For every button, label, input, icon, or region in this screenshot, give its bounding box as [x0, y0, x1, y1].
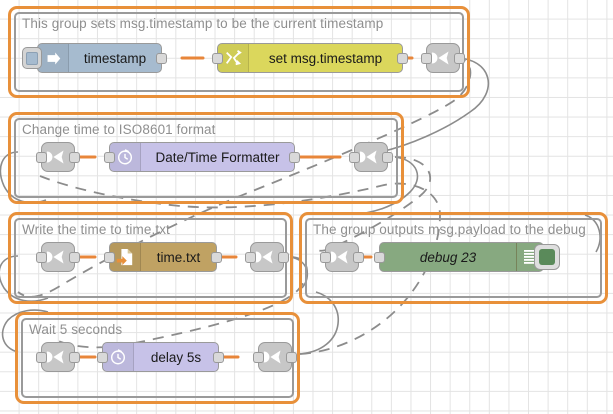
group-delay[interactable]: Wait 5 seconds delay 5s [15, 312, 300, 404]
file-write-icon [110, 243, 141, 271]
link-in-icon [46, 250, 70, 264]
group-selection-outline [299, 212, 608, 304]
output-port[interactable] [211, 251, 222, 263]
node-label: timestamp [83, 50, 147, 66]
input-port[interactable] [253, 351, 264, 363]
node-label: debug 23 [419, 249, 477, 265]
node-label: delay 5s [150, 349, 202, 365]
node-delay-5s[interactable]: delay 5s [97, 342, 224, 372]
output-port[interactable] [213, 351, 224, 363]
link-out-icon [359, 150, 383, 164]
link-in-icon [46, 350, 70, 364]
node-link-in-4[interactable] [320, 242, 364, 272]
node-label: time.txt [156, 249, 201, 265]
input-port[interactable] [374, 251, 385, 263]
group-title: Write the time to time.txt [22, 222, 170, 237]
group-selection-outline [8, 6, 470, 98]
input-port[interactable] [245, 251, 256, 263]
group-iso8601[interactable]: Change time to ISO8601 format Date/Time … [8, 112, 404, 204]
node-link-in-3[interactable] [36, 242, 80, 272]
link-out-icon [431, 51, 455, 65]
input-port[interactable] [97, 351, 108, 363]
divider [516, 243, 517, 271]
input-port[interactable] [36, 251, 47, 263]
group-title: This group sets msg.timestamp to be the … [22, 16, 384, 31]
group-selection-outline [8, 212, 293, 304]
output-port[interactable] [289, 151, 300, 163]
node-file-time-txt[interactable]: time.txt [104, 242, 222, 272]
clock-icon [110, 143, 141, 171]
group-border [305, 218, 602, 298]
change-shuffle-icon [218, 44, 249, 72]
group-border [14, 12, 464, 92]
group-title: Wait 5 seconds [29, 322, 123, 337]
node-date-time-formatter[interactable]: Date/Time Formatter [104, 142, 300, 172]
node-inject-timestamp[interactable]: timestamp [22, 43, 167, 73]
link-out-icon [255, 250, 279, 264]
clock-icon [103, 343, 134, 371]
output-port[interactable] [69, 251, 80, 263]
node-change-set-timestamp[interactable]: set msg.timestamp [212, 43, 408, 73]
input-port[interactable] [36, 151, 47, 163]
output-port[interactable] [69, 351, 80, 363]
input-port[interactable] [36, 351, 47, 363]
link-in-icon [330, 250, 354, 264]
output-port[interactable] [69, 151, 80, 163]
debug-enable-toggle[interactable] [534, 244, 560, 270]
node-link-in-5[interactable] [36, 342, 80, 372]
node-link-out-3[interactable] [245, 242, 289, 272]
link-in-icon [46, 150, 70, 164]
node-link-out-1[interactable] [421, 43, 465, 73]
output-port[interactable] [353, 251, 364, 263]
input-port[interactable] [212, 52, 223, 64]
group-title: Change time to ISO8601 format [22, 122, 216, 137]
inject-arrow-icon [38, 44, 69, 72]
output-port[interactable] [278, 251, 289, 263]
input-port[interactable] [104, 251, 115, 263]
group-selection-outline [8, 112, 404, 204]
group-debug[interactable]: The group outputs msg.payload to the deb… [299, 212, 608, 304]
input-port[interactable] [104, 151, 115, 163]
inject-trigger-button[interactable] [22, 47, 42, 69]
output-port[interactable] [382, 151, 393, 163]
node-debug-23[interactable]: debug 23 [374, 242, 560, 272]
group-selection-outline [15, 312, 300, 404]
output-port[interactable] [397, 52, 408, 64]
node-label: Date/Time Formatter [155, 149, 280, 165]
link-out-icon [263, 350, 287, 364]
node-link-out-2[interactable] [349, 142, 393, 172]
group-timestamp[interactable]: This group sets msg.timestamp to be the … [8, 6, 470, 98]
debug-lines-icon [517, 243, 543, 271]
group-title: The group outputs msg.payload to the deb… [313, 222, 586, 237]
input-port[interactable] [349, 151, 360, 163]
node-link-in-2[interactable] [36, 142, 80, 172]
output-port[interactable] [454, 52, 465, 64]
input-port[interactable] [320, 251, 331, 263]
node-link-out-5[interactable] [253, 342, 297, 372]
group-border [14, 118, 398, 198]
input-port[interactable] [421, 52, 432, 64]
node-label: set msg.timestamp [268, 50, 383, 66]
group-writefile[interactable]: Write the time to time.txt time.txt [8, 212, 293, 304]
output-port[interactable] [286, 351, 297, 363]
output-port[interactable] [156, 52, 167, 64]
